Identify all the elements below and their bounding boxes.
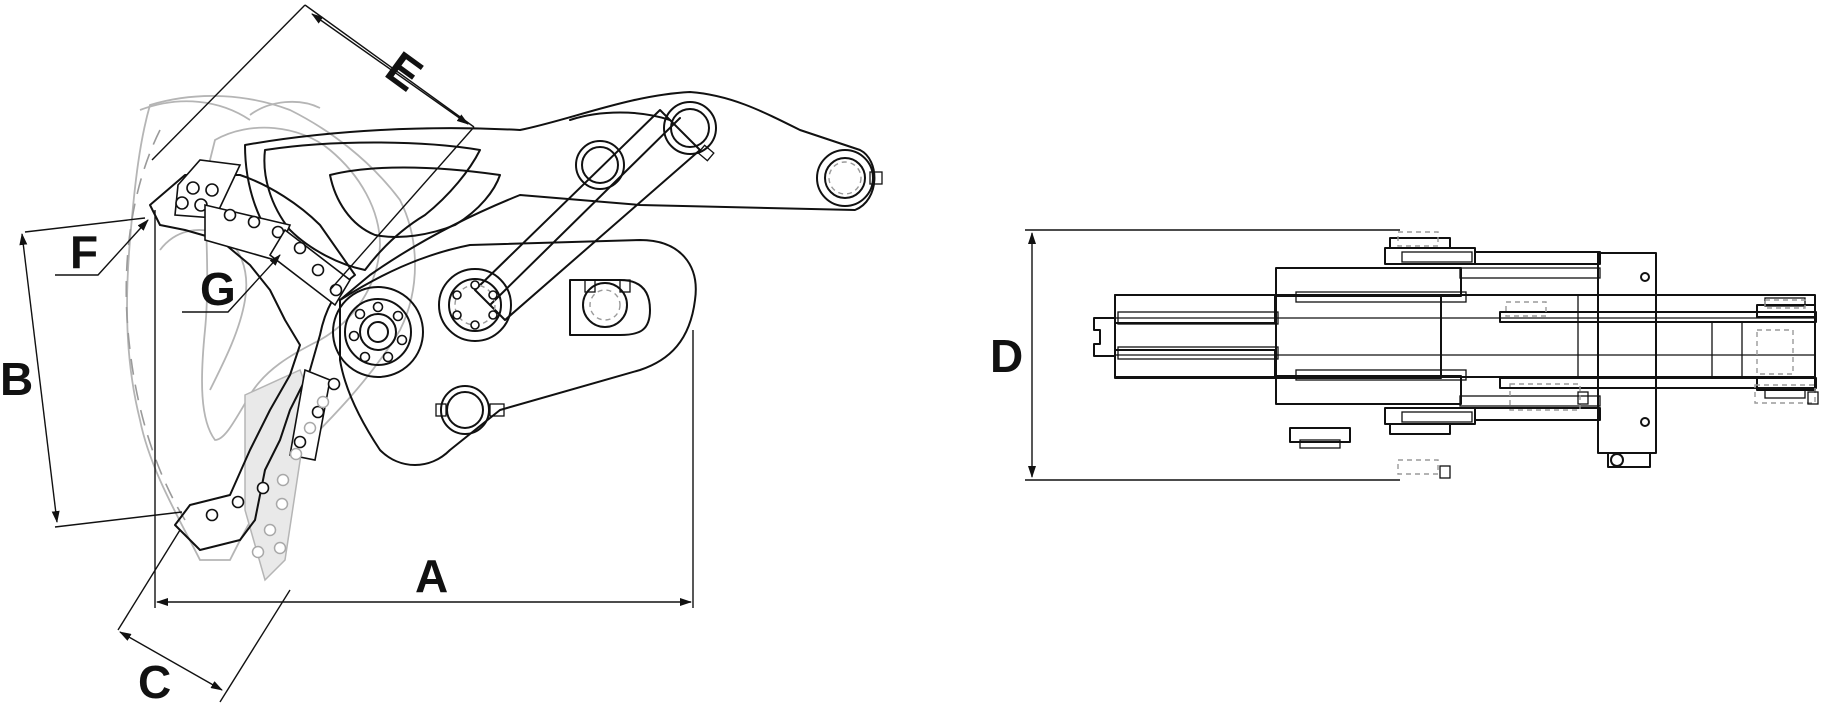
piston-rod xyxy=(474,109,715,321)
pin-bolts xyxy=(452,280,498,330)
side-view: E F G B A C xyxy=(0,4,883,708)
dimension-label-a: A xyxy=(415,550,448,602)
main-hub xyxy=(332,286,424,378)
dimension-label-b: B xyxy=(0,353,33,405)
top-view: D xyxy=(990,229,1819,481)
leader-g xyxy=(182,254,281,313)
leader-f xyxy=(55,219,149,276)
dim-line-c xyxy=(119,631,223,691)
dimension-lines xyxy=(19,4,694,703)
ghost-jaw-open-position xyxy=(125,95,416,582)
dimension-label-g: G xyxy=(200,263,236,315)
dimension-label-group-side: E F G B A C xyxy=(0,41,448,708)
dim-line-e xyxy=(311,13,469,125)
dimension-label-d: D xyxy=(990,330,1023,382)
top-view-hidden-lines xyxy=(1397,231,1819,479)
hub-bolts xyxy=(348,301,408,363)
top-view-body xyxy=(1093,237,1817,468)
dim-line-b xyxy=(19,233,60,523)
cutting-jaw xyxy=(149,159,356,559)
dimension-label-c: C xyxy=(138,656,171,708)
lower-body xyxy=(339,239,697,466)
dimension-label-f: F xyxy=(70,226,98,278)
dimension-lines-top: D xyxy=(990,229,1400,481)
